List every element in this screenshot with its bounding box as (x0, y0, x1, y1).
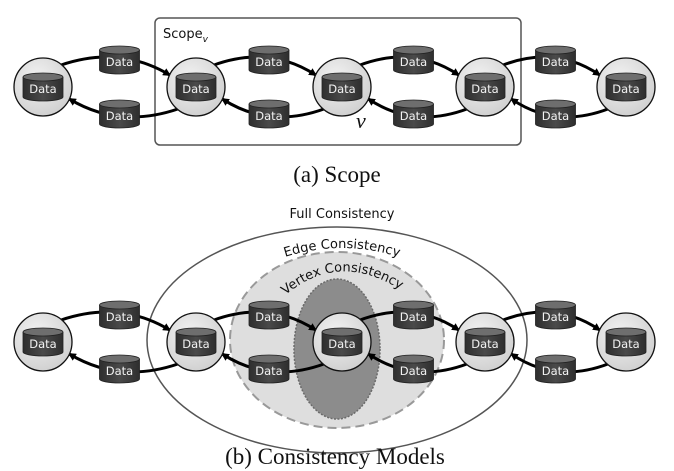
data-label: Data (255, 109, 282, 123)
vertex-data: Data (605, 72, 647, 102)
data-label: Data (182, 337, 209, 351)
vertex-node: Data (13, 57, 73, 117)
data-label: Data (106, 55, 133, 69)
data-label: Data (612, 82, 639, 96)
edge-data-forward: Data (248, 300, 290, 330)
data-label: Data (471, 82, 498, 96)
vertex-data: Data (605, 327, 647, 357)
data-label: Data (106, 364, 133, 378)
data-label: Data (29, 82, 56, 96)
edge-data-backward: Data (535, 99, 576, 129)
vertex-node: Data (166, 312, 226, 372)
data-label: Data (182, 82, 209, 96)
vertex-data: Data (321, 72, 363, 102)
edge-data-backward: Data (99, 99, 140, 129)
data-label: Data (106, 109, 133, 123)
vertex-data: Data (464, 72, 506, 102)
data-label: Data (542, 109, 569, 123)
edge-data-forward: Data (393, 300, 434, 330)
vertex-node: Data (312, 57, 372, 117)
full-consistency-ellipse (146, 226, 528, 454)
data-label: Data (255, 55, 282, 69)
edge-data-backward: Data (248, 354, 290, 384)
data-label: Data (400, 310, 427, 324)
data-label: Data (400, 364, 427, 378)
data-label: Data (471, 337, 498, 351)
data-label: Data (400, 55, 427, 69)
data-label: Data (328, 82, 355, 96)
vertex-data: Data (321, 327, 363, 357)
caption-a: (a) Scope (293, 162, 381, 187)
vertex-data: Data (22, 327, 64, 357)
vertex-node: Data (596, 57, 656, 117)
vertex-node: Data (596, 312, 656, 372)
edge-data-forward: Data (99, 45, 140, 75)
panel-a-scope: Scopev v DataDataDataDataDataDataDataDat… (13, 17, 656, 187)
edge-data-backward: Data (248, 99, 290, 129)
vertex-node: Data (455, 57, 515, 117)
vertex-data: Data (175, 72, 217, 102)
vertex-data: Data (175, 327, 217, 357)
edge-data-forward: Data (248, 45, 290, 75)
scope-label: Scopev (163, 27, 209, 45)
edge-data-backward: Data (393, 99, 434, 129)
edge-data-forward: Data (393, 45, 434, 75)
data-label: Data (400, 109, 427, 123)
data-label: Data (542, 310, 569, 324)
edge-data-backward: Data (535, 354, 576, 384)
scope-box (154, 17, 522, 146)
data-label: Data (106, 310, 133, 324)
data-label: Data (542, 364, 569, 378)
edge-data-forward: Data (535, 300, 576, 330)
edge-data-backward: Data (99, 354, 140, 384)
data-label: Data (255, 310, 282, 324)
data-label: Data (328, 337, 355, 351)
vertex-node: Data (312, 312, 372, 372)
edge-data-backward: Data (393, 354, 434, 384)
caption-b: (b) Consistency Models (225, 444, 445, 469)
data-label: Data (542, 55, 569, 69)
vertex-data: Data (464, 327, 506, 357)
vertex-node: Data (166, 57, 226, 117)
vertex-v-label: v (356, 108, 366, 133)
edge-data-forward: Data (99, 300, 140, 330)
data-label: Data (612, 337, 639, 351)
vertex-node: Data (13, 312, 73, 372)
data-label: Data (29, 337, 56, 351)
vertex-data: Data (22, 72, 64, 102)
edge-data-forward: Data (535, 45, 576, 75)
vertex-node: Data (455, 312, 515, 372)
data-label: Data (255, 364, 282, 378)
panel-b-consistency: Full Consistency Edge Consistency Vertex… (13, 207, 656, 469)
full-consistency-label: Full Consistency (290, 207, 395, 222)
